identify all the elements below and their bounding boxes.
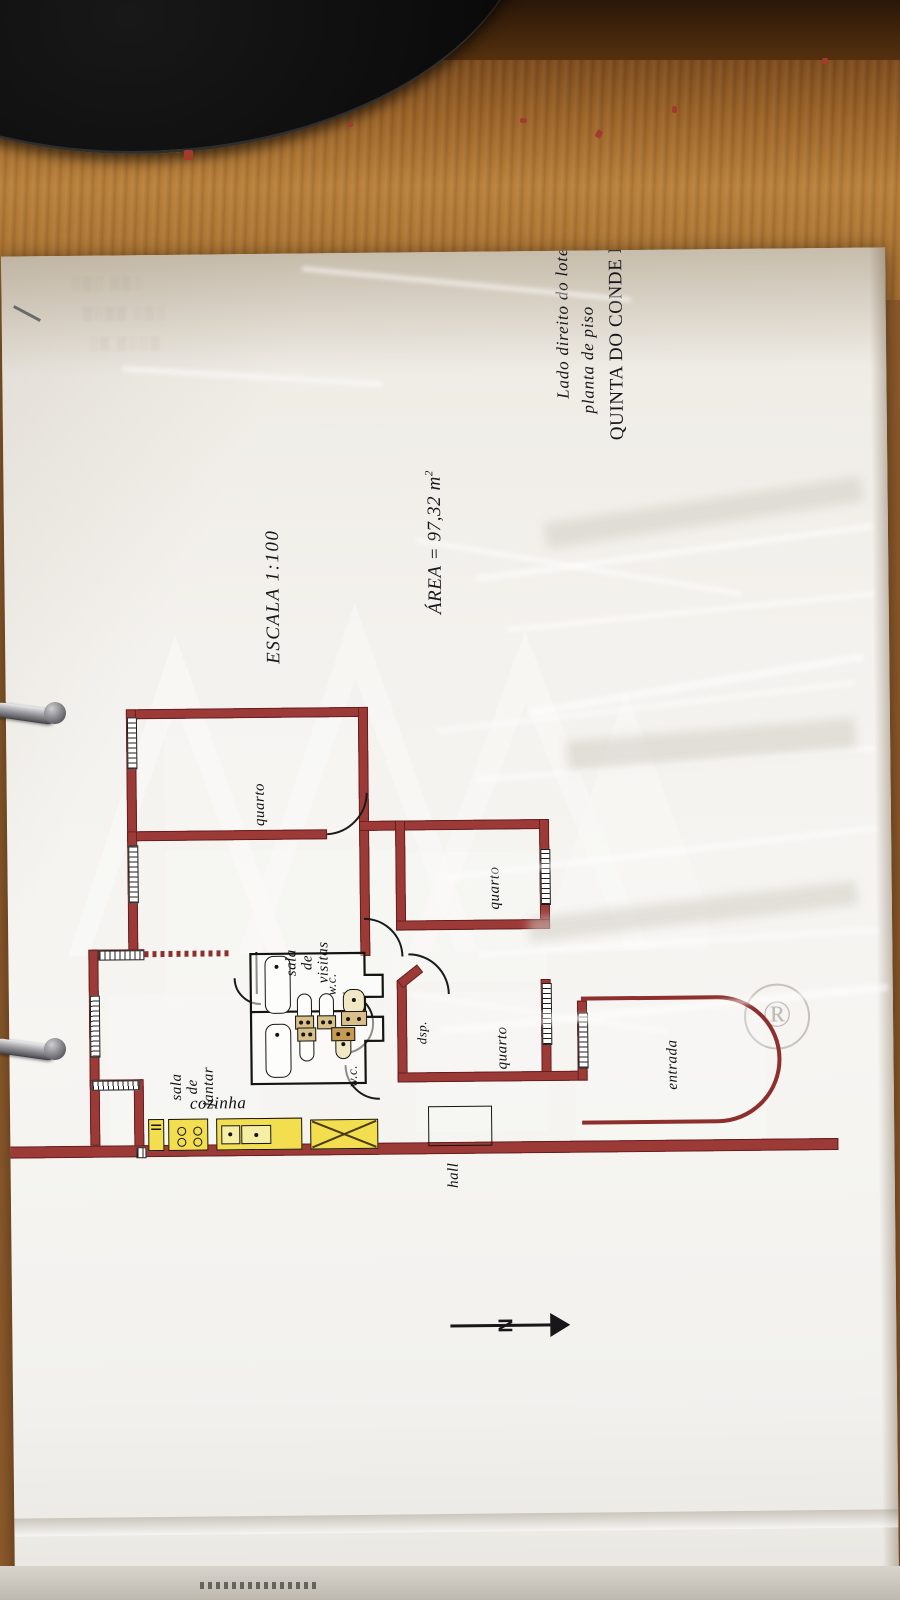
drawing-type-annotation: planta de piso xyxy=(577,305,598,414)
wall-bottom-quarto3 xyxy=(397,1070,588,1083)
wall-right-quarto1 xyxy=(357,706,370,827)
area-annotation: ÁREA = 97,32 m2 xyxy=(423,470,447,614)
label-wc-1: w.c. xyxy=(323,973,339,996)
crumb xyxy=(348,122,353,127)
sink-bowl-right xyxy=(241,1124,272,1145)
north-letter: N xyxy=(495,1318,517,1333)
label-despensa: dsp. xyxy=(414,1020,430,1045)
label-wc-2: w.c. xyxy=(344,1064,360,1088)
wall-bottom-quarto1 xyxy=(127,829,328,842)
window-cozinha-bottom xyxy=(136,1147,147,1159)
window-sala-visitas-left xyxy=(128,845,139,904)
room-quarto-2 xyxy=(395,850,547,983)
project-title: QUINTA DO CONDE DE CARNIDE xyxy=(603,247,629,441)
crumb xyxy=(184,150,193,160)
wall-right-sala-visitas xyxy=(358,820,371,956)
paper-stain xyxy=(1,247,887,377)
crumb xyxy=(822,58,828,64)
crumb xyxy=(672,106,677,113)
scale-annotation: ESCALA 1:100 xyxy=(261,529,285,664)
label-cozinha: cozinha xyxy=(189,1093,247,1113)
binder-ring-cap-bottom[interactable] xyxy=(44,1038,66,1060)
bathtub-wc2 xyxy=(265,1023,292,1078)
north-arrow: N xyxy=(450,1312,571,1337)
kitchen-stove xyxy=(168,1118,209,1151)
entrada-outline xyxy=(580,995,782,1125)
lower-page-text-blur xyxy=(200,1582,320,1589)
area-exponent: 2 xyxy=(423,469,436,477)
label-hall: hall xyxy=(445,1162,462,1189)
kitchen-appliance-x xyxy=(310,1118,379,1150)
window-quarto2-right xyxy=(540,848,551,906)
lower-page-edge xyxy=(0,1566,900,1600)
document-sheet: ░▒░ ▒▒░ ▒░▒▒ ░▒░ ░▒ ▒░░▒ ® ESCALA 1:100 … xyxy=(1,247,899,1587)
window-quarto1-left xyxy=(126,717,138,770)
label-quarto-1: quarto xyxy=(251,782,269,827)
label-quarto-3: quarto xyxy=(494,1026,511,1070)
lot-line-annotation: Lado direito do lote, 16 xyxy=(551,247,573,399)
cistern-wc2 xyxy=(297,1027,317,1042)
wall-left-cozinha xyxy=(133,1079,145,1156)
window-cozinha-left xyxy=(91,1080,140,1091)
paper-right-edge-shadow xyxy=(869,247,899,1578)
label-quarto-2: quarto xyxy=(486,866,503,910)
wall-hatched-partition xyxy=(144,950,231,958)
window-sala-jantar-left xyxy=(89,995,101,1058)
floor-plan-drawing: quarto sala de visitas sala de jantar co… xyxy=(2,688,839,1196)
kitchen-sink-counter xyxy=(216,1117,303,1151)
crumb xyxy=(520,118,527,123)
sink-bowl-left xyxy=(221,1125,241,1145)
wall-bottom-quarto2 xyxy=(396,918,551,931)
hall-box xyxy=(427,1105,493,1147)
kitchen-cabinet xyxy=(148,1119,165,1152)
area-text: ÁREA = 97,32 m xyxy=(423,475,447,615)
paper-fold-line xyxy=(14,1509,899,1537)
bidet-base-wc2 xyxy=(331,1026,356,1042)
wall-left-quarto2 xyxy=(394,820,407,931)
window-quarto3-right xyxy=(541,982,553,1046)
window-entrada-left xyxy=(578,1012,589,1069)
washbasin-base-wc1 xyxy=(340,1010,368,1027)
wall-top-corridor xyxy=(358,818,550,831)
label-entrada: entrada xyxy=(664,1039,681,1090)
binder-ring-cap-top[interactable] xyxy=(44,702,66,724)
window-sala-jantar-top xyxy=(98,950,145,961)
